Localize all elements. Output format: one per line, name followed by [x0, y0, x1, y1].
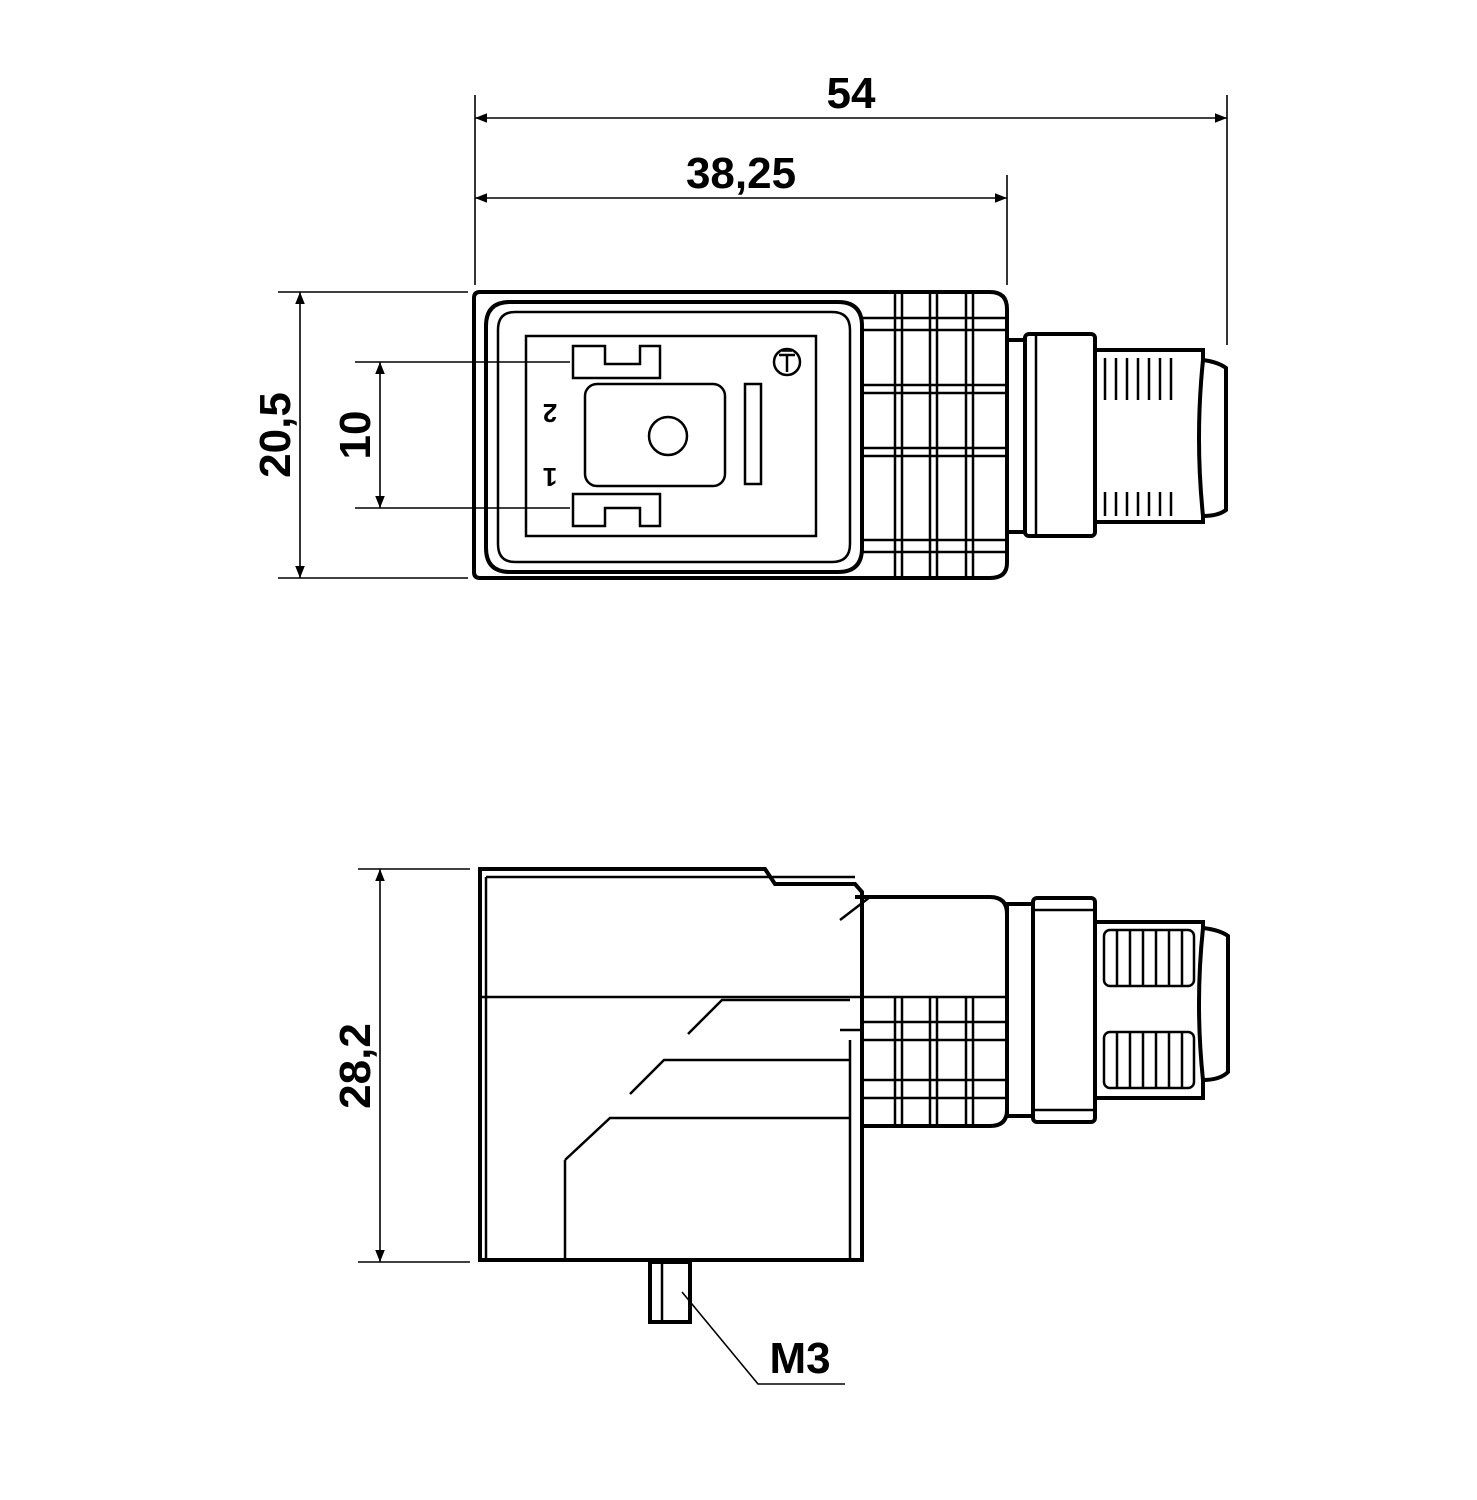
dim-body-length: 38,25	[686, 149, 796, 198]
m3-leader-line	[681, 1291, 845, 1385]
side-housing	[478, 867, 864, 1262]
dim-overall-length: 54	[827, 69, 876, 118]
ground-symbol-icon	[772, 347, 802, 377]
pin-label-1: 1	[543, 462, 557, 492]
grip-ribs	[862, 292, 1007, 578]
dim-contact-spacing: 10	[331, 411, 380, 460]
m3-screw	[648, 1260, 692, 1324]
side-view: 28,2	[331, 867, 1230, 1385]
earth-contact-slot	[743, 382, 763, 486]
screw-thread-label: M3	[769, 1334, 830, 1383]
top-view: 54 38,25 20,5 10 2 1	[251, 69, 1228, 580]
m12-connector-top	[1005, 332, 1228, 538]
m12-connector-side	[1005, 896, 1230, 1124]
center-screw-hole	[647, 415, 689, 457]
pin-label-2: 2	[543, 398, 557, 428]
dim-body-height: 28,2	[331, 1023, 380, 1109]
contact-1-blade	[571, 492, 662, 528]
contact-2-blade	[571, 344, 662, 380]
housing-outline	[472, 290, 1009, 580]
dim-body-width: 20,5	[251, 392, 300, 478]
